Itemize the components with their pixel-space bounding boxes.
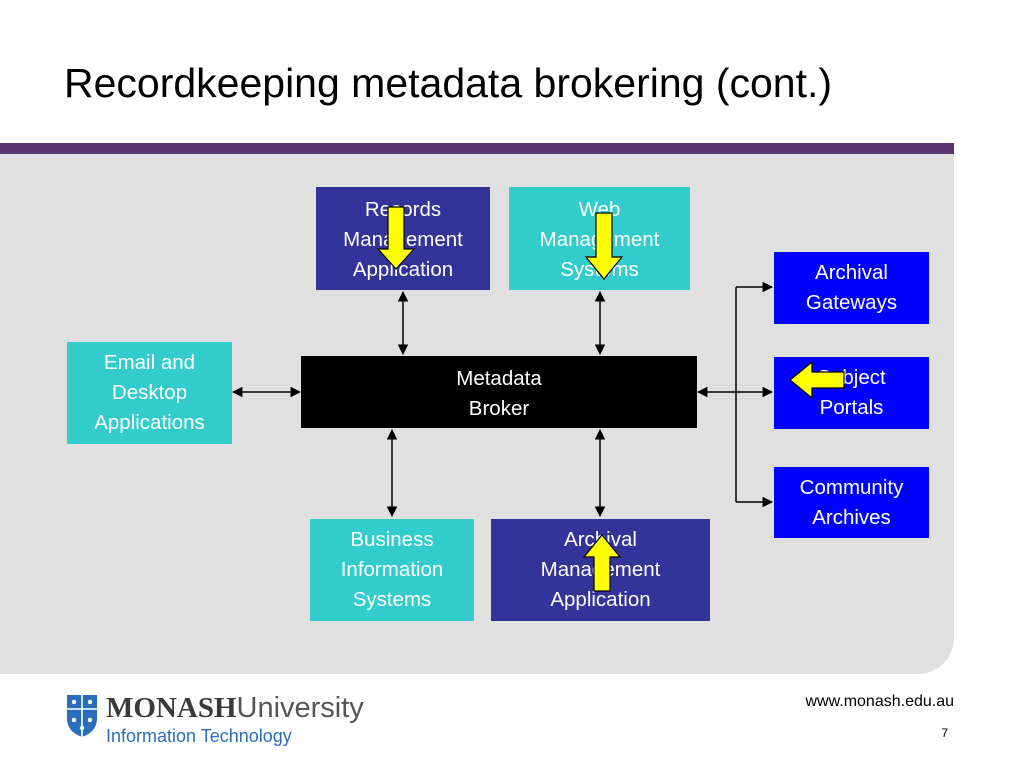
- web-management-systems-box: Web Management Systems: [509, 187, 690, 290]
- page-number: 7: [941, 726, 948, 740]
- email-desktop-applications-box: Email and Desktop Applications: [67, 342, 232, 444]
- archival-gateways-box: Archival Gateways: [774, 252, 929, 324]
- records-management-application-box: Records Management Application: [316, 187, 490, 290]
- footer-url[interactable]: www.monash.edu.au: [805, 693, 954, 710]
- slide-title: Recordkeeping metadata brokering (cont.): [64, 60, 833, 106]
- title-divider-bar: [0, 143, 954, 154]
- metadata-broker-box: Metadata Broker: [301, 356, 697, 428]
- subject-portals-box: Subject Portals: [774, 357, 929, 429]
- logo-brand-suffix: University: [236, 692, 364, 724]
- logo-brand: MONASH: [106, 692, 237, 724]
- community-archives-box: Community Archives: [774, 467, 929, 538]
- monash-logo: MONASHUniversity Information Technology: [66, 690, 406, 750]
- business-information-systems-box: Business Information Systems: [310, 519, 474, 621]
- logo-faculty: Information Technology: [106, 726, 292, 746]
- archival-management-application-box: Archival Management Application: [491, 519, 710, 621]
- monash-crest-icon: [67, 695, 97, 737]
